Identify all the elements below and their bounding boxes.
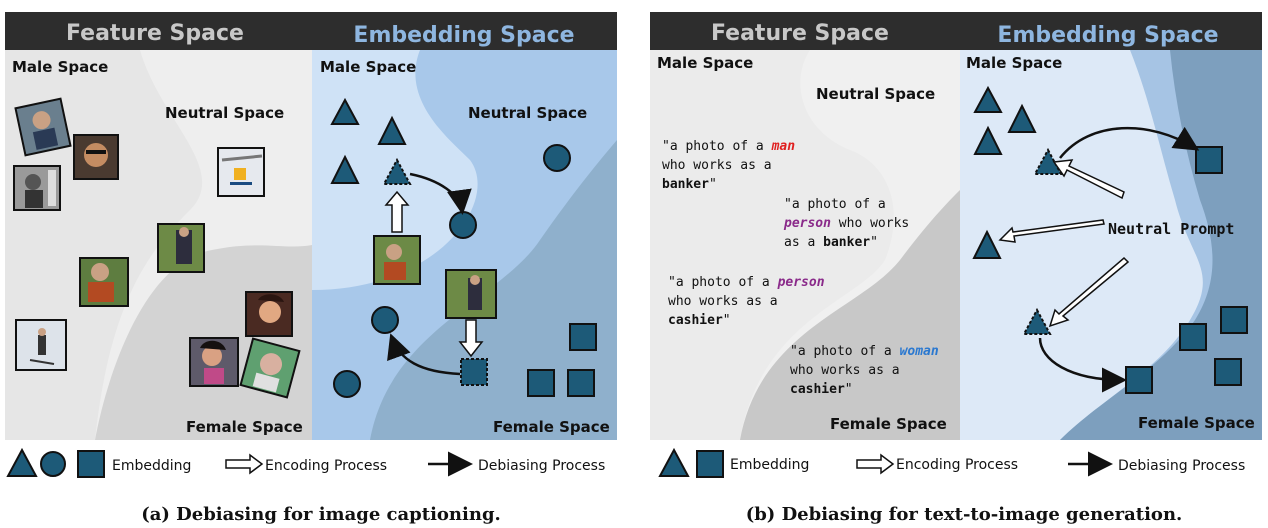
embeddings-b (972, 85, 1248, 394)
female-space-label-a2: Female Space (493, 418, 610, 436)
embedding-space-title-b: Embedding Space (997, 23, 1218, 48)
prompt-quote-person-cashier: "a photo of a person who works as a cash… (668, 275, 825, 328)
svg-text:who works as a: who works as a (790, 363, 900, 378)
svg-text:cashier": cashier" (668, 313, 731, 328)
encoding-arrow (1048, 256, 1130, 328)
svg-text:who works as a: who works as a (662, 158, 772, 173)
triangle-embedding (972, 229, 1002, 259)
svg-text:"a photo of a person: "a photo of a person (668, 275, 825, 290)
circle-embedding (371, 306, 399, 334)
neutral-space-label-a2: Neutral Space (468, 104, 587, 122)
legend-triangle-icon (658, 447, 690, 477)
feature-space-title-b: Feature Space (711, 21, 889, 46)
header-bar-b (650, 12, 1262, 50)
female-space-label-a1: Female Space (186, 418, 303, 436)
square-embedding (1125, 366, 1153, 394)
circle-embedding (543, 144, 571, 172)
legend-circle-icon (40, 451, 66, 477)
legend-encoding-arrow-icon (225, 453, 264, 475)
debiasing-arrow (1038, 337, 1127, 393)
square-embedding (527, 369, 555, 397)
legend-encoding-arrow-icon (856, 453, 895, 475)
embedding-space-title-a: Embedding Space (353, 23, 574, 48)
svg-text:"a photo of a woman: "a photo of a woman (790, 344, 939, 359)
triangle-embedding-dashed (1033, 147, 1063, 175)
legend-triangle-icon (6, 447, 38, 477)
square-embedding-dashed (460, 358, 488, 386)
embeddings-a (330, 97, 597, 398)
square-embedding (1179, 323, 1207, 351)
encoding-arrow (998, 219, 1105, 243)
svg-text:"a photo of a: "a photo of a (784, 197, 886, 212)
legend-square-icon (77, 450, 105, 478)
feature-female-region-b (740, 190, 960, 440)
svg-text:person who works: person who works (783, 216, 909, 231)
legend-debiasing-label: Debiasing Process (478, 458, 605, 474)
embedding-male-region-b (960, 50, 1203, 440)
triangle-embedding (973, 125, 1003, 155)
female-space-label-b2: Female Space (1138, 414, 1255, 432)
svg-text:banker": banker" (662, 177, 717, 192)
svg-text:who works as a: who works as a (668, 294, 778, 309)
svg-text:"a photo of a man: "a photo of a man (662, 139, 795, 154)
photo-thumbnails-a (13, 97, 301, 399)
svg-text:cashier": cashier" (790, 382, 853, 397)
legend-embedding-label: Embedding (112, 458, 191, 474)
square-embedding (1195, 146, 1223, 174)
circle-embedding (333, 370, 361, 398)
prompt-quote-man-banker: "a photo of a man who works as a banker" (662, 139, 795, 192)
triangle-embedding (377, 115, 407, 145)
neutral-prompt-label: Neutral Prompt (1108, 220, 1234, 238)
circle-embedding (449, 211, 477, 239)
legend-b: Embedding Encoding Process Debiasing Pro… (658, 447, 1245, 478)
legend-square-icon (696, 450, 724, 478)
feature-space-title-a: Feature Space (66, 21, 244, 46)
neutral-space-label-b1: Neutral Space (816, 85, 935, 103)
legend-a: Embedding Encoding Process Debiasing Pro… (6, 447, 605, 478)
male-space-label-a2: Male Space (320, 58, 416, 76)
caption-b: (b) Debiasing for text-to-image generati… (746, 504, 1183, 525)
female-space-label-b1: Female Space (830, 415, 947, 433)
legend-embedding-label: Embedding (730, 457, 809, 473)
embedding-photos-a (373, 235, 497, 319)
square-embedding (567, 369, 595, 397)
legend-encoding-label: Encoding Process (265, 458, 387, 474)
triangle-embedding (330, 154, 360, 184)
prompt-quote-woman-cashier: "a photo of a woman who works as a cashi… (790, 344, 939, 397)
encoding-arrow (1052, 159, 1125, 200)
triangle-embedding-dashed (382, 157, 412, 185)
prompt-quote-person-banker: "a photo of a person who works as a bank… (783, 197, 909, 250)
svg-text:as a banker": as a banker" (784, 235, 878, 250)
triangle-embedding (330, 97, 360, 125)
encoding-arrow (458, 319, 484, 358)
legend-encoding-label: Encoding Process (896, 457, 1018, 473)
feature-male-region-b (650, 50, 894, 440)
triangle-embedding (973, 85, 1003, 113)
square-embedding (1214, 358, 1242, 386)
neutral-space-label-a1: Neutral Space (165, 104, 284, 122)
debiasing-arrow (387, 333, 461, 376)
panel-b: Feature Space Embedding Space Male Space… (650, 12, 1262, 440)
debiasing-arrow (1059, 126, 1200, 159)
triangle-embedding (1007, 103, 1037, 133)
panel-a: Feature Space Embedding Space Male Space… (5, 12, 617, 440)
debiasing-arrow (409, 172, 472, 215)
square-embedding (569, 323, 597, 351)
male-space-label-a1: Male Space (12, 58, 108, 76)
header-bar-a (5, 12, 617, 50)
square-embedding (1220, 306, 1248, 334)
triangle-embedding-dashed (1022, 307, 1052, 335)
encoding-arrow (384, 190, 410, 233)
male-space-label-b1: Male Space (657, 54, 753, 72)
caption-a: (a) Debiasing for image captioning. (141, 504, 501, 525)
legend-debiasing-label: Debiasing Process (1118, 458, 1245, 474)
male-space-label-b2: Male Space (966, 54, 1062, 72)
